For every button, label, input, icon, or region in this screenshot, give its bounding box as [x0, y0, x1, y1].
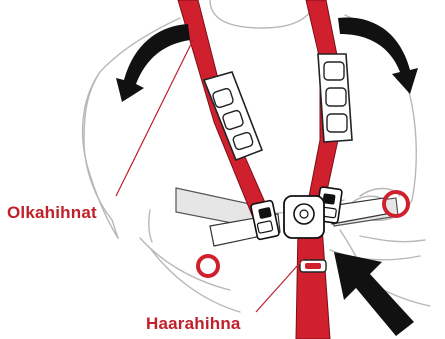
center-buckle [284, 196, 324, 238]
shoulder-leader-line [116, 34, 196, 196]
left-d-ring [198, 256, 218, 276]
shoulder-pad-right [318, 54, 352, 142]
curved-arrow-right-icon [338, 17, 418, 94]
crotch-strap [296, 226, 330, 339]
straight-arrow-icon [334, 252, 414, 336]
crotch-strap-label: Haarahihna [146, 314, 241, 334]
shoulder-straps-label: Olkahihnat [7, 203, 97, 223]
curved-arrow-left-icon [116, 24, 190, 102]
